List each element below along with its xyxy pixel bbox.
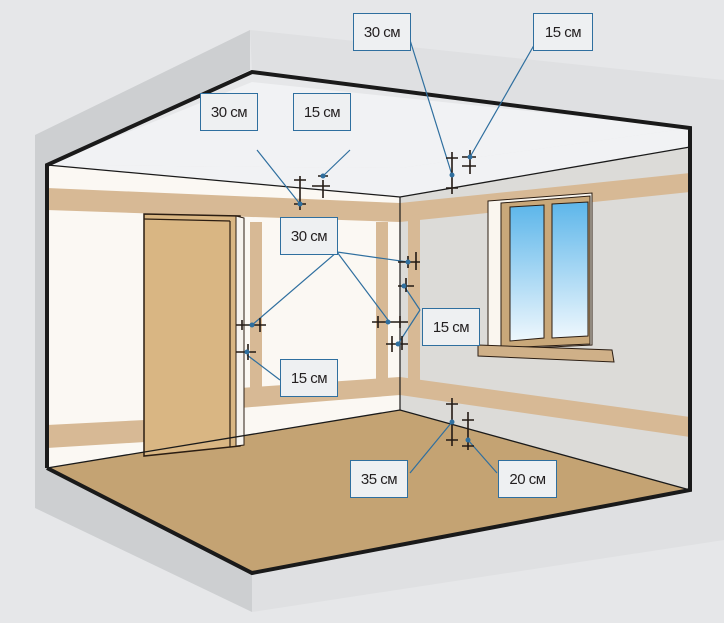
measurement-points	[244, 154, 473, 443]
window	[477, 192, 615, 363]
wiring-zones	[47, 173, 690, 448]
label-floor-20: 20 см	[498, 460, 557, 498]
label-corner-door-30: 30 см	[280, 217, 338, 255]
label-floor-35: 35 см	[350, 460, 408, 498]
label-ceiling-left-vertical: 30 см	[200, 93, 258, 131]
label-ceiling-left-horizontal: 15 см	[293, 93, 351, 131]
label-ceiling-right-horizontal: 15 см	[533, 13, 593, 51]
label-door-15: 15 см	[280, 359, 338, 397]
door	[143, 213, 245, 457]
outer-shell	[35, 30, 724, 612]
label-ceiling-right-vertical: 30 см	[353, 13, 411, 51]
room-outline	[45, 69, 692, 576]
leader-lines	[246, 39, 538, 474]
label-corner-15: 15 см	[422, 308, 480, 346]
